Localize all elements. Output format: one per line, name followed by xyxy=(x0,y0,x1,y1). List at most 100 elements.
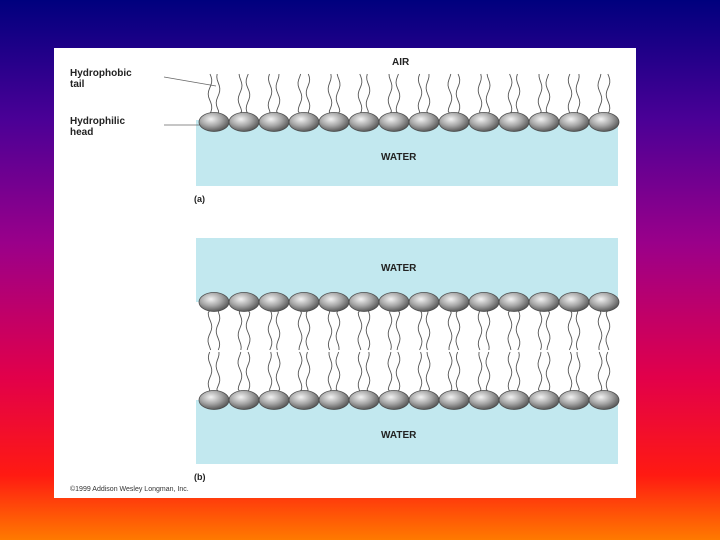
hydrophobic-tail xyxy=(516,310,520,350)
lipid-bilayer-bottom xyxy=(529,352,559,410)
hydrophobic-tail xyxy=(238,352,242,392)
hydrophobic-tail xyxy=(246,74,250,114)
hydrophobic-tail xyxy=(538,352,542,392)
hydrophilic-head-label: Hydrophilic head xyxy=(70,116,125,138)
hydrophilic-head xyxy=(529,391,559,410)
hydrophobic-tail xyxy=(298,352,302,392)
hydrophilic-head xyxy=(409,391,439,410)
lipid-bilayer-top xyxy=(529,293,559,351)
hydrophobic-tail xyxy=(576,352,580,392)
hydrophobic-tail xyxy=(238,74,242,114)
hydrophobic-tail xyxy=(238,310,242,350)
hydrophobic-tail xyxy=(336,74,340,114)
hydrophilic-head xyxy=(469,391,499,410)
hydrophilic-head xyxy=(439,391,469,410)
hydrophobic-tail xyxy=(276,352,280,392)
hydrophilic-head xyxy=(439,113,469,132)
lipid-monolayer xyxy=(589,74,619,132)
hydrophobic-tail xyxy=(298,310,302,350)
hydrophobic-tail xyxy=(508,310,512,350)
hydrophobic-tail xyxy=(478,74,482,114)
lipid-monolayer xyxy=(229,74,259,132)
head-label-line2: head xyxy=(70,127,125,138)
hydrophobic-tail xyxy=(208,74,212,114)
lipid-bilayer-top xyxy=(289,293,319,351)
hydrophilic-head xyxy=(529,113,559,132)
hydrophilic-head xyxy=(259,391,289,410)
air-label: AIR xyxy=(392,57,409,68)
lipid-bilayer-bottom xyxy=(319,352,349,410)
hydrophobic-tail xyxy=(358,310,362,350)
hydrophobic-tail xyxy=(478,352,482,392)
hydrophilic-head xyxy=(229,113,259,132)
hydrophilic-head xyxy=(409,113,439,132)
hydrophobic-tail-label: Hydrophobic tail xyxy=(70,68,132,90)
hydrophobic-tail xyxy=(546,352,550,392)
hydrophobic-tail xyxy=(216,74,220,114)
hydrophobic-tail xyxy=(276,310,280,350)
hydrophobic-tail xyxy=(298,74,302,114)
hydrophobic-tail xyxy=(486,74,490,114)
hydrophobic-tail xyxy=(268,74,272,114)
lipid-monolayer xyxy=(319,74,349,132)
lipid-bilayer-top xyxy=(379,293,409,351)
hydrophobic-tail xyxy=(456,310,460,350)
lipid-bilayer-top xyxy=(589,293,619,351)
lipid-bilayer-bottom xyxy=(379,352,409,410)
hydrophobic-tail xyxy=(388,74,392,114)
head-label-line1: Hydrophilic xyxy=(70,116,125,127)
lipid-bilayer-top xyxy=(469,293,499,351)
hydrophobic-tail xyxy=(358,74,362,114)
lipid-monolayer xyxy=(409,74,439,132)
hydrophobic-tail xyxy=(538,310,542,350)
lipid-diagram xyxy=(54,48,636,498)
hydrophobic-tail xyxy=(576,74,580,114)
hydrophilic-head xyxy=(589,113,619,132)
hydrophobic-tail xyxy=(456,74,460,114)
lipid-bilayer-bottom xyxy=(349,352,379,410)
lipid-bilayer-top xyxy=(199,293,229,351)
hydrophobic-tail xyxy=(598,352,602,392)
hydrophobic-tail xyxy=(508,352,512,392)
hydrophobic-tail xyxy=(306,310,310,350)
hydrophilic-head xyxy=(589,391,619,410)
hydrophobic-tail xyxy=(486,310,490,350)
hydrophobic-tail xyxy=(276,74,280,114)
lipid-bilayer-bottom xyxy=(259,352,289,410)
lipid-bilayer-top xyxy=(409,293,439,351)
lipid-monolayer xyxy=(469,74,499,132)
lipid-monolayer xyxy=(349,74,379,132)
hydrophobic-tail xyxy=(358,352,362,392)
hydrophilic-head xyxy=(379,293,409,312)
hydrophobic-tail xyxy=(538,74,542,114)
water-label-a: WATER xyxy=(381,152,416,163)
hydrophobic-tail xyxy=(268,310,272,350)
hydrophilic-head xyxy=(559,293,589,312)
lipid-monolayer xyxy=(379,74,409,132)
hydrophilic-head xyxy=(469,293,499,312)
hydrophobic-tail xyxy=(328,310,332,350)
lipid-bilayer-top xyxy=(229,293,259,351)
hydrophobic-tail xyxy=(606,74,610,114)
hydrophilic-head xyxy=(349,113,379,132)
hydrophobic-tail xyxy=(396,352,400,392)
hydrophilic-head xyxy=(289,293,319,312)
tail-label-line1: Hydrophobic xyxy=(70,68,132,79)
lipid-bilayer-top xyxy=(439,293,469,351)
hydrophilic-head xyxy=(409,293,439,312)
lipid-monolayer xyxy=(289,74,319,132)
hydrophobic-tail xyxy=(576,310,580,350)
hydrophobic-tail xyxy=(546,310,550,350)
hydrophobic-tail xyxy=(598,74,602,114)
hydrophobic-tail xyxy=(598,310,602,350)
hydrophobic-tail xyxy=(448,310,452,350)
hydrophobic-tail xyxy=(216,310,220,350)
hydrophobic-tail xyxy=(568,310,572,350)
hydrophilic-head xyxy=(319,113,349,132)
hydrophilic-head xyxy=(319,391,349,410)
lipid-bilayer-bottom xyxy=(439,352,469,410)
hydrophobic-tail xyxy=(366,310,370,350)
lipid-bilayer-bottom xyxy=(589,352,619,410)
lipid-monolayer xyxy=(259,74,289,132)
hydrophobic-tail xyxy=(546,74,550,114)
